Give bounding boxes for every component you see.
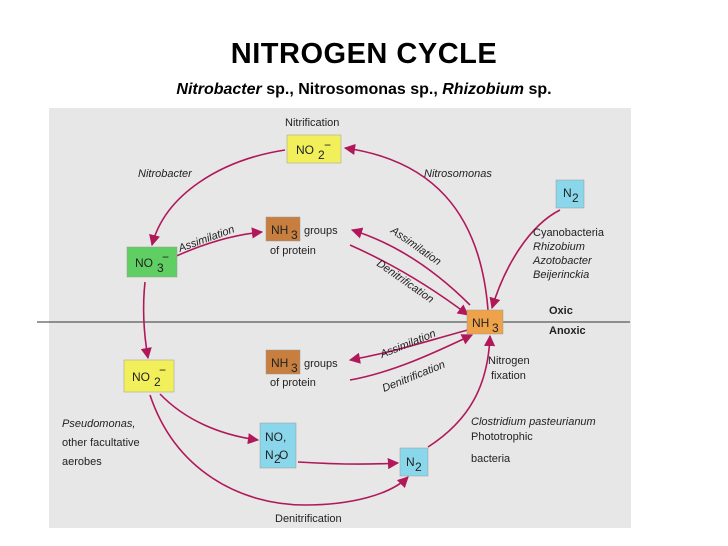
label-nitrobacter: Nitrobacter <box>138 168 193 180</box>
arrow-nh3-to-nh3bottom-assim <box>348 329 469 364</box>
svg-text:N: N <box>265 448 274 462</box>
arrow-nh3-to-nh3top-assim <box>350 227 471 306</box>
label-assimilation-top: Assimilation <box>176 223 236 255</box>
svg-text:3: 3 <box>291 228 298 242</box>
box-no-n2o: NO, N 2 O <box>259 422 297 469</box>
label-assimilation-right: Assimilation <box>387 224 443 268</box>
arrow-no2-to-no <box>159 393 260 445</box>
arrow-no3-to-no2-left <box>140 281 152 360</box>
page-title: NITROGEN CYCLE <box>230 38 498 70</box>
svg-text:NH: NH <box>271 356 288 370</box>
box-n2-bottom: N 2 <box>399 447 429 477</box>
label-phototrophic: Phototrophic <box>471 431 533 443</box>
svg-text:NO: NO <box>135 256 153 270</box>
box-no2-top: NO 2 − <box>286 134 342 164</box>
box-nh3-top: NH 3 <box>265 216 301 242</box>
label-cyanobacteria: Cyanobacteria <box>533 227 605 239</box>
label-assimilation-lower: Assimilation <box>378 328 438 361</box>
label-of-protein-top: of protein <box>270 245 316 257</box>
label-of-protein-bottom: of protein <box>270 377 316 389</box>
label-denitrification-bottom: Denitrification <box>275 513 342 525</box>
arrow-no2-to-no3 <box>149 149 286 247</box>
arrow-no2-to-n2-bottom <box>149 394 409 506</box>
label-anoxic: Anoxic <box>549 325 586 337</box>
label-pseudomonas: Pseudomonas, <box>62 418 135 430</box>
svg-text:−: − <box>162 250 169 264</box>
page-subtitle: Nitrobacter sp., Nitrosomonas sp., Rhizo… <box>0 81 728 99</box>
svg-text:NO,: NO, <box>265 430 286 444</box>
label-other-facultative: other facultative <box>62 437 140 449</box>
arrow-no3-to-nh3-top <box>171 227 264 259</box>
arrow-nh3-to-no2 <box>343 143 489 311</box>
label-beijerinckia: Beijerinckia <box>533 269 589 281</box>
svg-text:2: 2 <box>572 191 579 205</box>
label-groups-bottom: groups <box>304 358 338 370</box>
box-nh3-center: NH 3 <box>466 309 504 335</box>
svg-text:NO: NO <box>296 143 314 157</box>
subtitle-rhizobium: Rhizobium <box>442 81 525 98</box>
label-deamination-top: Denitrification <box>374 258 435 306</box>
subtitle-nitrobacter: Nitrobacter <box>176 81 262 98</box>
arrow-nh3top-to-nh3-deam <box>349 244 469 316</box>
label-fixation: fixation <box>491 370 526 382</box>
label-groups-top: groups <box>304 225 338 237</box>
label-nitrosomonas: Nitrosomonas <box>424 168 492 180</box>
svg-text:NH: NH <box>472 316 489 330</box>
svg-text:−: − <box>324 138 331 152</box>
svg-text:2: 2 <box>154 375 161 389</box>
svg-text:2: 2 <box>274 452 281 466</box>
arrow-nh3bottom-to-nh3-deam <box>349 334 474 381</box>
svg-text:3: 3 <box>291 361 298 375</box>
label-aerobes: aerobes <box>62 456 102 468</box>
label-bacteria: bacteria <box>471 453 511 465</box>
box-nh3-bottom: NH 3 <box>265 349 301 375</box>
svg-text:NH: NH <box>271 223 288 237</box>
svg-text:NO: NO <box>132 370 150 384</box>
label-nitrogen: Nitrogen <box>488 355 530 367</box>
subtitle-end: sp. <box>524 81 552 98</box>
arrow-n2o-to-n2 <box>297 458 400 470</box>
diagram-panel <box>49 108 631 528</box>
box-no3: NO 3 − <box>126 246 178 278</box>
svg-text:N: N <box>406 455 415 469</box>
box-n2-right: N 2 <box>555 179 585 209</box>
box-no2-left: NO 2 − <box>123 359 175 393</box>
label-oxic: Oxic <box>549 305 573 317</box>
svg-text:O: O <box>279 448 288 462</box>
svg-text:−: − <box>159 363 166 377</box>
label-deamination-lower: Denitrification <box>381 359 447 395</box>
label-azotobacter: Azotobacter <box>532 255 593 267</box>
label-rhizobium: Rhizobium <box>533 241 585 253</box>
svg-text:2: 2 <box>415 460 422 474</box>
svg-text:N: N <box>563 186 572 200</box>
arrow-n2-to-nh3 <box>489 209 561 310</box>
arrow-n2bottom-to-nh3 <box>427 334 496 448</box>
svg-text:2: 2 <box>318 148 325 162</box>
label-clostridium: Clostridium pasteurianum <box>471 416 596 428</box>
subtitle-middle: sp., Nitrosomonas sp., <box>261 81 443 98</box>
label-nitrification: Nitrification <box>285 117 339 129</box>
svg-text:3: 3 <box>157 261 164 275</box>
svg-text:3: 3 <box>492 321 499 335</box>
